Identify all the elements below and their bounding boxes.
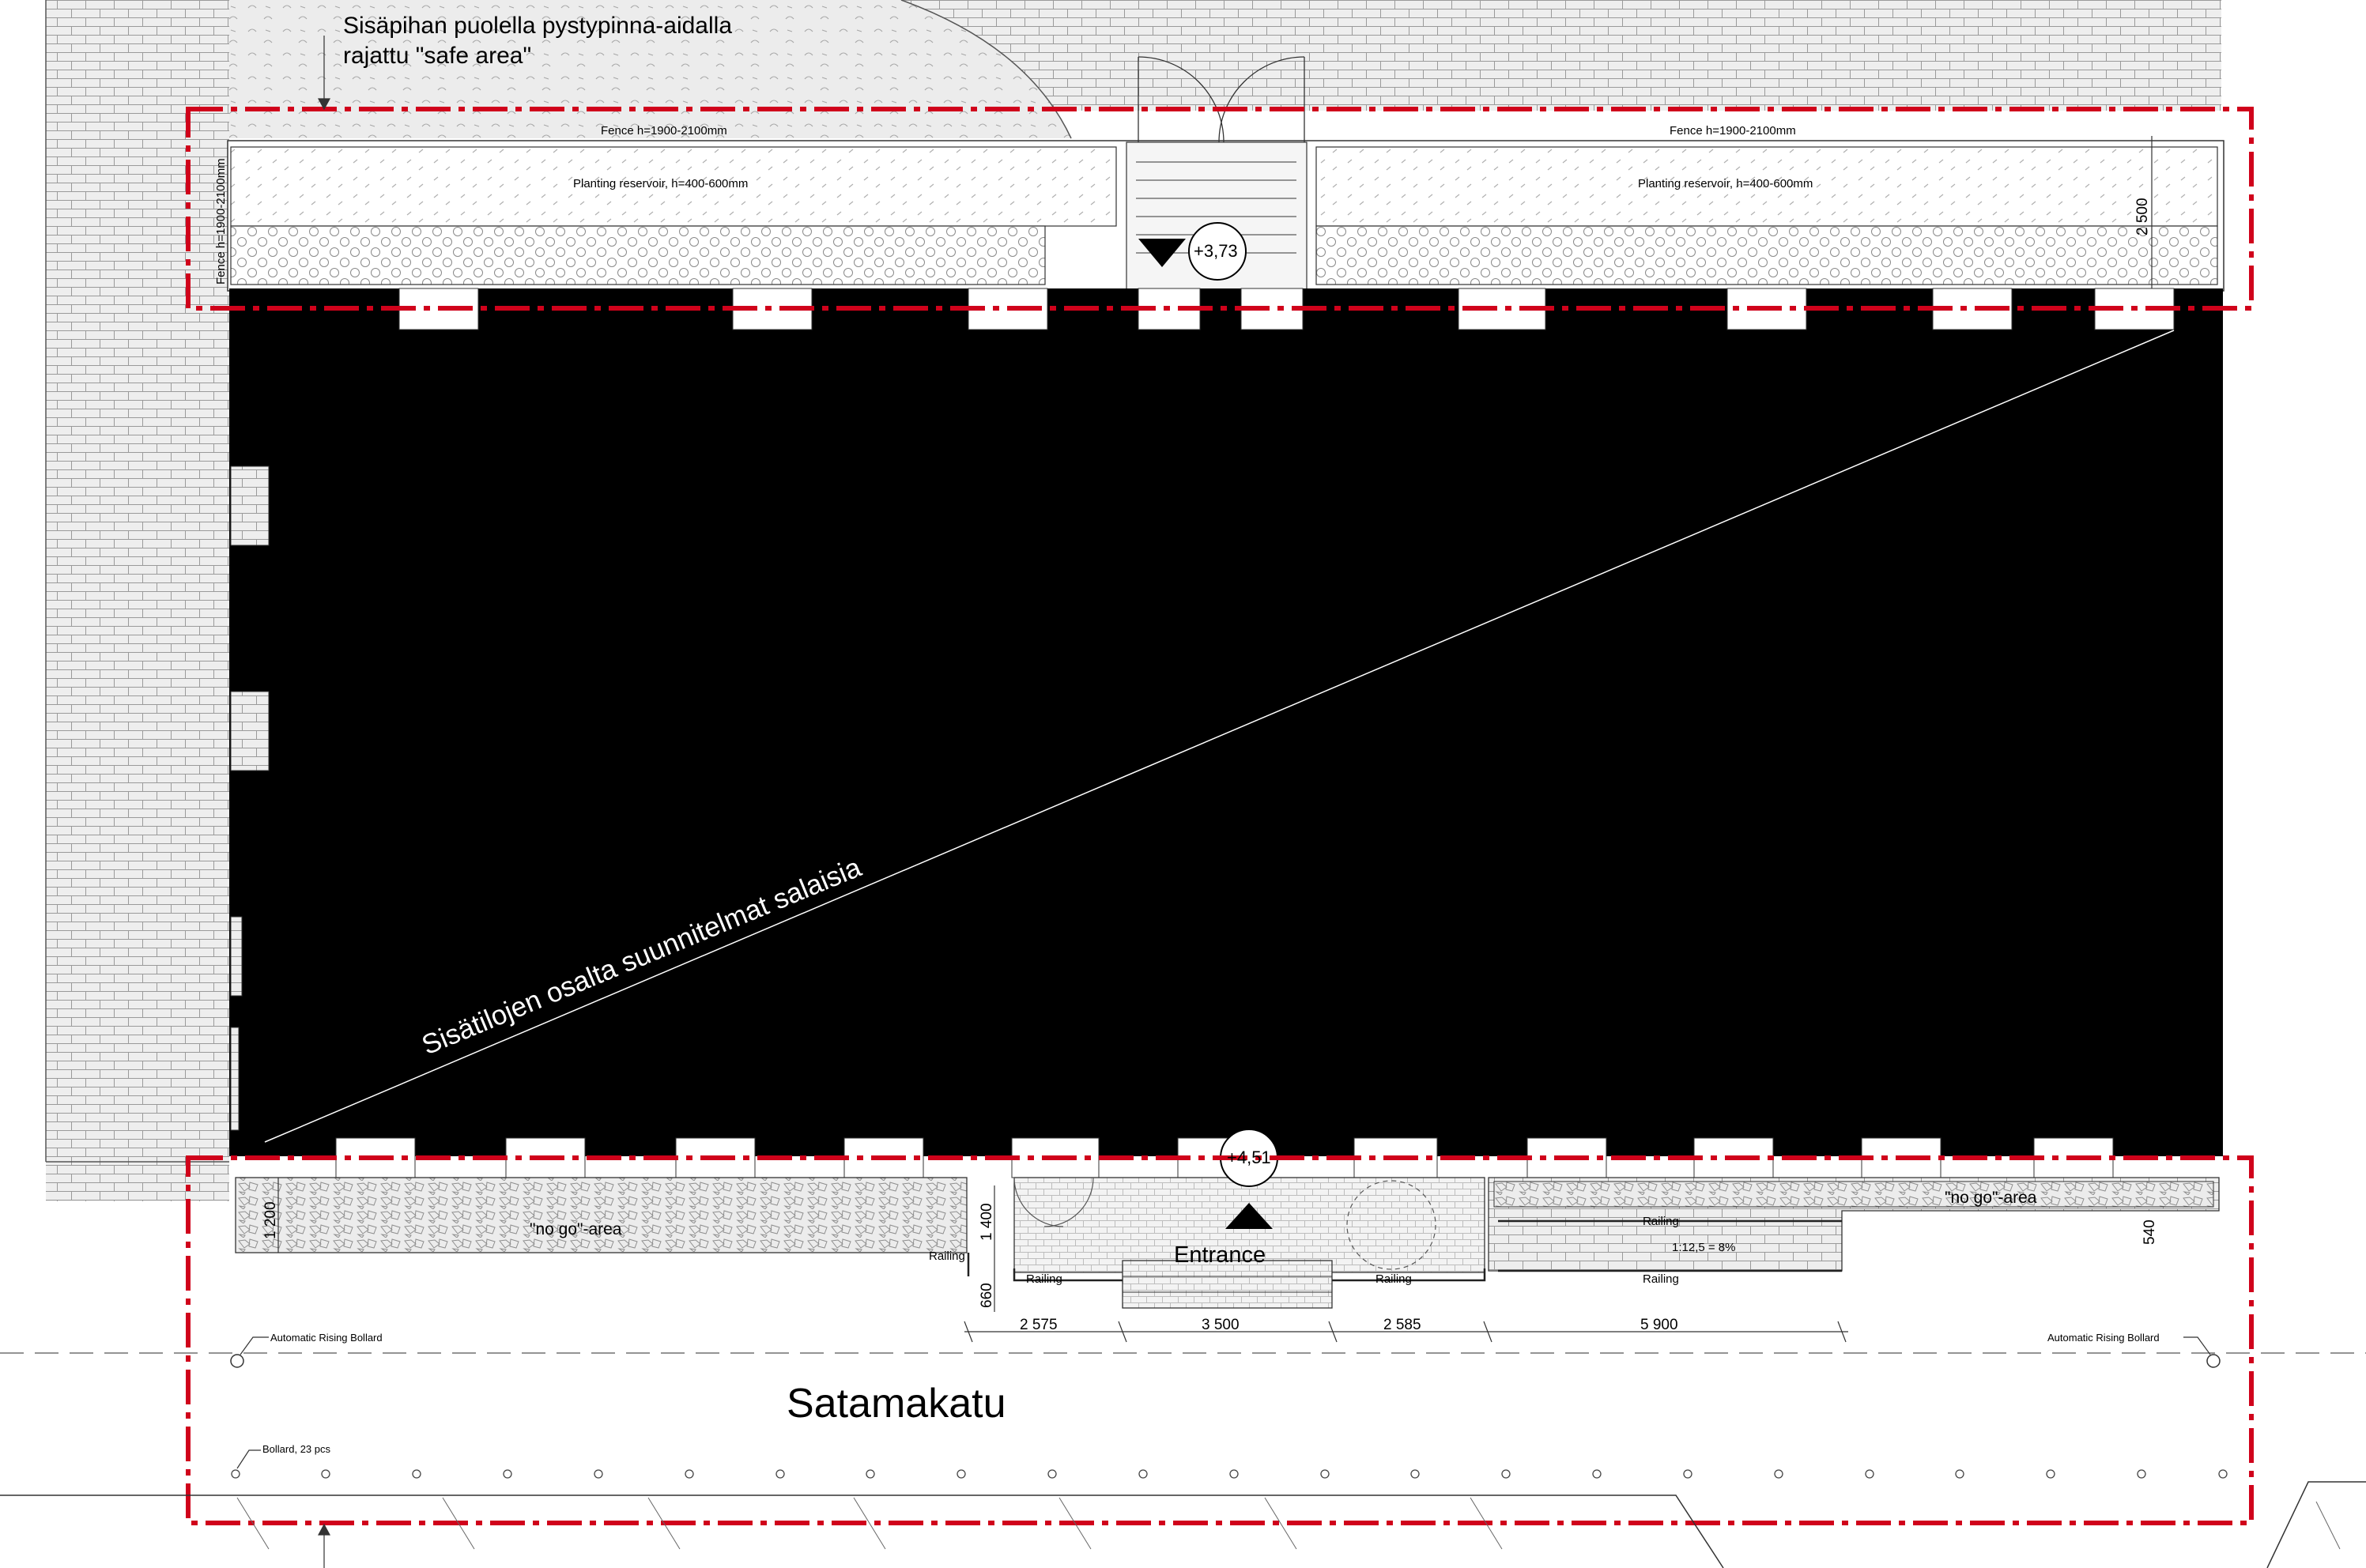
safe-area-boundary xyxy=(186,107,2254,311)
dim-1200: 1 200 xyxy=(262,1201,279,1239)
building-footprint xyxy=(229,288,2223,1156)
no-go-area-left xyxy=(235,1177,968,1253)
entrance-steps xyxy=(1122,1260,1333,1309)
railing-label-5: Railing xyxy=(1643,1272,1679,1286)
curb-ticks xyxy=(236,1497,2341,1550)
rising-bollard-right xyxy=(2206,1354,2221,1368)
cobble-strip-right xyxy=(1315,225,2218,285)
rising-bollard-left xyxy=(230,1354,244,1368)
railing-label-1: Railing xyxy=(929,1250,965,1263)
left-paving-lower xyxy=(46,1162,229,1201)
level-top-label: +3,73 xyxy=(1194,241,1238,261)
rising-bollard-label-right: Automatic Rising Bollard xyxy=(2047,1332,2160,1344)
side-vents xyxy=(230,466,270,1131)
safe-area-note-line1: Sisäpihan puolella pystypinna-aidalla xyxy=(343,13,732,39)
bollard-row xyxy=(231,1469,2228,1479)
curb-right xyxy=(2266,1481,2366,1568)
level-bottom-label: +4,51 xyxy=(1227,1148,1271,1167)
building-diagonal xyxy=(264,330,2175,1143)
entrance-step-lines xyxy=(1123,1276,1332,1293)
street-name: Satamakatu xyxy=(787,1381,1006,1427)
railing-label-4: Railing xyxy=(1643,1215,1679,1228)
no-go-label-right: "no go"-area xyxy=(1945,1189,2037,1207)
bollard-count-label: Bollard, 23 pcs xyxy=(262,1443,330,1455)
curb-line xyxy=(0,1494,1724,1568)
railings xyxy=(967,1219,1842,1282)
gate-door-swing xyxy=(1138,56,1305,143)
fence-label-side: Fence h=1900-2100mm xyxy=(214,158,228,285)
entrance-door-swings xyxy=(1013,1177,1436,1270)
fence-label-left: Fence h=1900-2100mm xyxy=(601,124,727,138)
railing-label-3: Railing xyxy=(1375,1272,1412,1286)
planting-reservoir-left xyxy=(230,146,1117,227)
entrance-label: Entrance xyxy=(1174,1242,1266,1268)
front-boundary xyxy=(186,1155,2254,1525)
dim-1400: 1 400 xyxy=(979,1203,995,1241)
no-go-area-right xyxy=(1493,1181,2214,1208)
dim-660: 660 xyxy=(979,1283,995,1308)
planting-label-right: Planting reservoir, h=400-600mm xyxy=(1638,177,1813,190)
dim-540: 540 xyxy=(2141,1219,2158,1245)
dim-2500: 2 500 xyxy=(2134,198,2151,236)
level-marker-top-circle xyxy=(1188,222,1247,281)
planting-label-left: Planting reservoir, h=400-600mm xyxy=(573,177,748,190)
dim-2575: 2 575 xyxy=(1020,1317,1058,1333)
level-marker-top-triangle xyxy=(1138,239,1186,267)
cobble-strip-left xyxy=(230,225,1046,285)
entrance-arrow xyxy=(1225,1203,1273,1229)
fence-label-right: Fence h=1900-2100mm xyxy=(1670,124,1796,138)
no-go-label-left: "no go"-area xyxy=(530,1220,622,1238)
garden-area xyxy=(229,0,1071,138)
dim-5900: 5 900 xyxy=(1640,1317,1678,1333)
safe-area-note-line2: rajattu "safe area" xyxy=(343,43,531,69)
rising-bollard-label-left: Automatic Rising Bollard xyxy=(270,1332,383,1344)
left-paving xyxy=(46,0,229,1162)
dim-2585: 2 585 xyxy=(1383,1317,1421,1333)
ramp-slope-label: 1:12,5 = 8% xyxy=(1672,1241,1735,1254)
garden-edge xyxy=(900,0,1072,139)
planting-reservoir-right xyxy=(1315,146,2218,227)
railing-label-2: Railing xyxy=(1026,1272,1062,1286)
dim-3500: 3 500 xyxy=(1202,1317,1240,1333)
leader-lines xyxy=(236,36,2211,1568)
dimension-lines xyxy=(277,136,2153,1343)
